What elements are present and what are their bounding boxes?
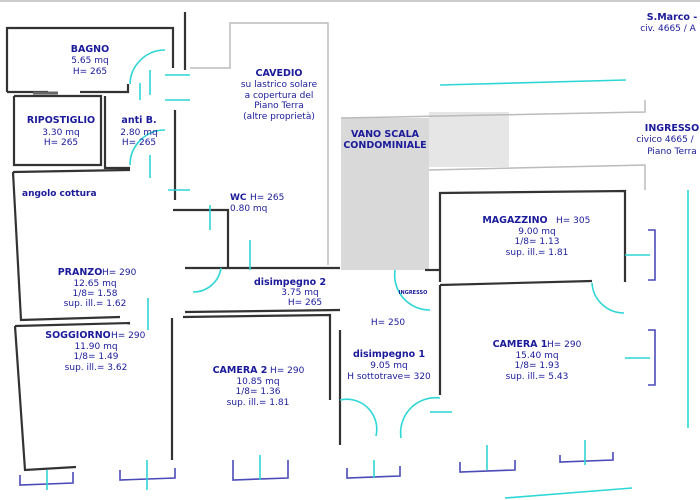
cavedio-label: CAVEDIO su lastrico solare a copertura d… <box>241 68 318 122</box>
svg-text:INGRESSO: INGRESSO <box>645 123 699 134</box>
door-label-ingresso: INGRESSO <box>399 290 428 296</box>
dimension-lines <box>46 70 689 499</box>
svg-text:sup. ill.= 1.81: sup. ill.= 1.81 <box>227 398 290 408</box>
svg-text:Piano Terra: Piano Terra <box>254 101 304 111</box>
room-camera-2: CAMERA 2 H= 290 10.85 mq 1/8= 1.36 sup. … <box>213 365 305 408</box>
svg-text:H= 290: H= 290 <box>547 340 582 350</box>
room-disimpegno-1: disimpegno 1 9.05 mq H sottotrave= 320 <box>347 349 431 382</box>
landing-outline <box>428 164 646 190</box>
svg-text:H= 290: H= 290 <box>111 331 146 341</box>
svg-text:SOGGIORNO: SOGGIORNO <box>45 330 110 341</box>
room-camera-1: CAMERA 1 H= 290 15.40 mq 1/8= 1.93 sup. … <box>493 339 582 382</box>
header-line1: S.Marco - <box>647 12 697 23</box>
svg-text:1/8= 1.58: 1/8= 1.58 <box>73 289 118 299</box>
top-border <box>0 0 700 2</box>
svg-text:CAMERA 2: CAMERA 2 <box>213 365 268 376</box>
stair-landing <box>429 112 509 167</box>
svg-text:CAVEDIO: CAVEDIO <box>255 68 302 79</box>
room-bagno: BAGNO 5.65 mq H= 265 <box>71 44 109 77</box>
svg-text:12.65 mq: 12.65 mq <box>73 279 116 289</box>
room-wc: WC H= 265 0.80 mq <box>230 193 284 214</box>
room-soggiorno: SOGGIORNO H= 290 11.90 mq 1/8= 1.49 sup.… <box>45 330 145 373</box>
disimpegno-1-upper-height: H= 250 <box>371 318 406 328</box>
svg-text:H= 265: H= 265 <box>122 138 156 148</box>
svg-text:Piano Terra: Piano Terra <box>647 147 697 157</box>
svg-text:sup. ill.= 1.81: sup. ill.= 1.81 <box>506 248 569 258</box>
svg-text:15.40 mq: 15.40 mq <box>515 351 558 361</box>
svg-text:1/8= 1.49: 1/8= 1.49 <box>74 352 119 362</box>
svg-text:WC: WC <box>230 193 247 203</box>
svg-text:H= 290: H= 290 <box>102 268 137 278</box>
svg-text:10.85 mq: 10.85 mq <box>236 377 279 387</box>
svg-text:disimpegno 2: disimpegno 2 <box>254 277 326 288</box>
svg-text:BAGNO: BAGNO <box>71 44 109 55</box>
svg-text:sup. ill.= 3.62: sup. ill.= 3.62 <box>65 363 128 373</box>
svg-text:disimpegno 1: disimpegno 1 <box>353 349 425 360</box>
room-pranzo: PRANZO H= 290 12.65 mq 1/8= 1.58 sup. il… <box>58 267 137 309</box>
stair-outline <box>340 100 646 119</box>
svg-text:sup. ill.= 1.62: sup. ill.= 1.62 <box>64 299 127 309</box>
svg-text:11.90 mq: 11.90 mq <box>74 342 117 352</box>
stair-area <box>341 118 429 270</box>
svg-text:H= 265: H= 265 <box>44 138 78 148</box>
svg-text:civico 4665 /: civico 4665 / <box>636 135 694 145</box>
svg-text:3.75 mq: 3.75 mq <box>281 288 318 298</box>
svg-text:2.80 mq: 2.80 mq <box>120 128 157 138</box>
svg-text:H sottotrave= 320: H sottotrave= 320 <box>347 372 431 382</box>
svg-text:CONDOMINIALE: CONDOMINIALE <box>343 140 426 151</box>
svg-text:H= 265: H= 265 <box>250 193 284 203</box>
entrance-label: INGRESSO civico 4665 / Piano Terra <box>636 123 699 157</box>
svg-text:1/8= 1.13: 1/8= 1.13 <box>515 237 560 247</box>
svg-text:a copertura del: a copertura del <box>245 91 314 101</box>
svg-text:H= 305: H= 305 <box>556 216 590 226</box>
room-disimpegno-2: disimpegno 2 3.75 mq H= 265 <box>254 277 326 308</box>
header-label: S.Marco - civ. 4665 / A <box>640 12 697 34</box>
svg-text:sup. ill.= 5.43: sup. ill.= 5.43 <box>506 372 569 382</box>
svg-text:9.00 mq: 9.00 mq <box>518 227 555 237</box>
door-swings <box>129 49 625 439</box>
svg-text:1/8= 1.93: 1/8= 1.93 <box>515 361 560 371</box>
stair-label: VANO SCALA CONDOMINIALE <box>343 129 426 151</box>
svg-text:VANO SCALA: VANO SCALA <box>351 129 420 140</box>
svg-text:CAMERA 1: CAMERA 1 <box>493 339 548 350</box>
walls <box>5 12 627 472</box>
cavedio-outline <box>190 22 329 265</box>
svg-text:su lastrico solare: su lastrico solare <box>241 80 318 90</box>
svg-text:MAGAZZINO: MAGAZZINO <box>482 215 547 226</box>
svg-text:1/8= 1.36: 1/8= 1.36 <box>236 387 281 397</box>
svg-text:5.65 mq: 5.65 mq <box>71 56 108 66</box>
svg-text:3.30 mq: 3.30 mq <box>42 128 79 138</box>
svg-text:(altre proprietà): (altre proprietà) <box>243 112 315 122</box>
room-anti-b: anti B. 2.80 mq H= 265 <box>120 115 157 148</box>
room-magazzino: MAGAZZINO H= 305 9.00 mq 1/8= 1.13 sup. … <box>482 215 590 258</box>
svg-text:0.80 mq: 0.80 mq <box>230 204 267 214</box>
room-ripostiglio: RIPOSTIGLIO 3.30 mq H= 265 <box>27 115 95 148</box>
svg-text:9.05 mq: 9.05 mq <box>370 361 407 371</box>
svg-text:RIPOSTIGLIO: RIPOSTIGLIO <box>27 115 95 126</box>
header-line2: civ. 4665 / A <box>640 24 696 34</box>
svg-text:H= 290: H= 290 <box>270 366 305 376</box>
svg-text:PRANZO: PRANZO <box>58 267 103 278</box>
svg-text:anti B.: anti B. <box>121 115 156 126</box>
svg-text:H= 265: H= 265 <box>288 298 322 308</box>
room-angolo-cottura: angolo cottura <box>22 189 97 199</box>
svg-text:H= 265: H= 265 <box>73 67 107 77</box>
